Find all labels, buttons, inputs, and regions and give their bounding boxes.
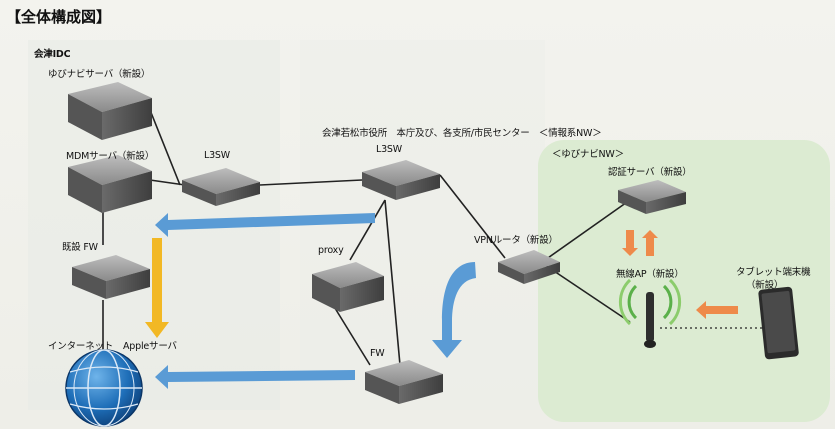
- firewall-city[interactable]: [365, 360, 443, 404]
- label-l3sw-left: L3SW: [204, 150, 230, 161]
- label-yubinavi-nw: ＜ゆびナビNW＞: [552, 149, 624, 160]
- internet-globe: [65, 349, 143, 427]
- link-l3sw-proxy: [349, 199, 386, 261]
- diagram-title: 【全体構成図】: [6, 8, 112, 26]
- label-mdm-server: MDMサーバ（新設）: [66, 151, 155, 162]
- label-city-hall: 会津若松市役所 本庁及び、各支所/市民センター ＜情報系NW＞: [322, 128, 602, 139]
- blue-arrow-left-bottom: [155, 365, 355, 389]
- yubinavi-nw-zone: [538, 140, 830, 422]
- blue-arrows: [155, 213, 476, 389]
- link-proxy-fw: [329, 299, 371, 366]
- label-fw: FW: [370, 348, 385, 359]
- orange-arrow-up: [642, 230, 658, 256]
- link-vpn-ap: [544, 264, 631, 323]
- label-wireless-ap: 無線AP（新設）: [616, 269, 684, 280]
- link-yubinavi-l3sw: [149, 109, 181, 186]
- orange-arrow-down: [622, 230, 638, 256]
- label-aizu-idc: 会津IDC: [34, 49, 71, 60]
- link-l3sw-l3sw: [259, 179, 363, 186]
- label-yubinavi-server: ゆびナビサーバ（新設）: [48, 69, 151, 80]
- label-proxy: proxy: [318, 245, 344, 256]
- wireless-ap[interactable]: [618, 278, 682, 348]
- link-mdm-l3sw: [149, 179, 186, 186]
- server-proxy[interactable]: [312, 262, 384, 312]
- orange-arrow-left: [696, 301, 738, 319]
- label-vpn-router: VPNルータ（新設）: [474, 235, 558, 246]
- label-auth-server: 認証サーバ（新設）: [608, 167, 692, 178]
- firewall-existing[interactable]: [72, 255, 150, 299]
- server-auth[interactable]: [618, 180, 686, 214]
- label-tablet-line1: タブレット端末機: [736, 267, 811, 278]
- switch-l3sw-city[interactable]: [362, 160, 440, 200]
- label-internet: インターネット: [48, 341, 114, 352]
- label-l3sw-city: L3SW: [376, 144, 402, 155]
- tablet-device[interactable]: [758, 286, 799, 360]
- label-apple-server: Appleサーバ: [123, 341, 177, 352]
- blue-arrow-curved: [432, 262, 476, 358]
- orange-arrows: [622, 230, 738, 319]
- yellow-arrow-down: [145, 238, 169, 338]
- link-l3sw-fw: [384, 199, 401, 366]
- connection-lines: [102, 109, 765, 366]
- link-vpn-auth: [544, 199, 631, 261]
- blue-arrow-left-top: [155, 213, 375, 237]
- label-tablet-line2: （新設）: [746, 280, 784, 291]
- link-l3sw-vpn: [439, 174, 506, 259]
- server-yubinavi[interactable]: [68, 82, 152, 140]
- switch-l3sw-left[interactable]: [182, 168, 260, 206]
- city-hall-zone: [300, 40, 545, 410]
- label-existing-fw: 既設 FW: [62, 242, 98, 253]
- router-vpn[interactable]: [498, 250, 560, 284]
- server-mdm[interactable]: [68, 155, 152, 213]
